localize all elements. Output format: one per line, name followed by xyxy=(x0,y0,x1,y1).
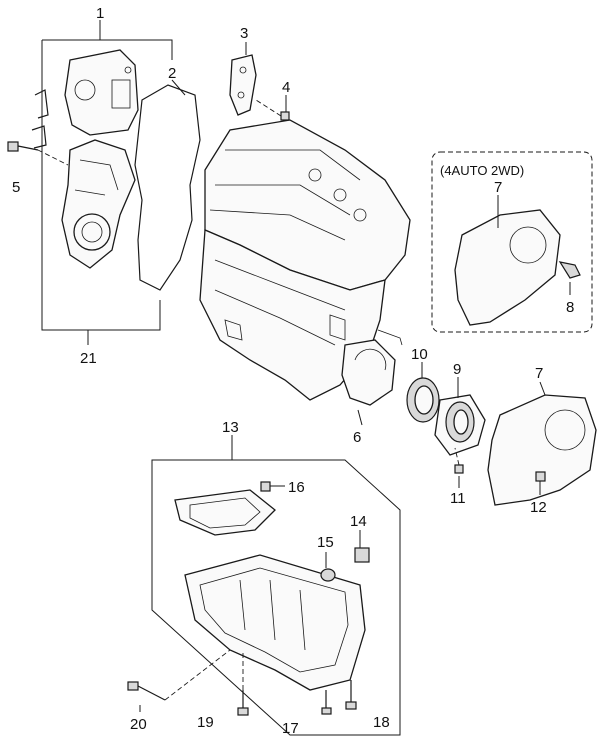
callout-6: 6 xyxy=(353,429,361,446)
bolt-20 xyxy=(127,649,231,712)
callout-8: 8 xyxy=(566,299,574,316)
callout-9: 9 xyxy=(453,361,461,378)
callout-21: 21 xyxy=(80,350,97,367)
washer-15 xyxy=(320,552,336,582)
callout-13: 13 xyxy=(222,419,239,436)
seal-housing-9 xyxy=(434,377,486,456)
callout-3: 3 xyxy=(240,25,248,42)
bolt-16 xyxy=(260,481,285,492)
callout-7-inset: 7 xyxy=(494,179,502,196)
bolt-19 xyxy=(237,650,249,716)
oil-seal-10 xyxy=(406,362,440,423)
inset-4auto-2wd: (4AUTO 2WD) xyxy=(431,151,593,333)
callout-19: 19 xyxy=(197,714,214,731)
callout-14: 14 xyxy=(350,513,367,530)
drain-plug-14 xyxy=(354,530,370,563)
callout-12: 12 xyxy=(530,499,547,516)
callout-16: 16 xyxy=(288,479,305,496)
callout-18: 18 xyxy=(373,714,390,731)
callout-5: 5 xyxy=(12,179,20,196)
oil-pan xyxy=(184,554,366,691)
drive-plate-cover-inset xyxy=(454,209,561,326)
callout-1: 1 xyxy=(96,5,104,22)
timing-cover-gasket xyxy=(134,84,201,291)
rear-seal-housing xyxy=(341,339,396,406)
timing-cover-group xyxy=(7,20,201,345)
bolt-4 xyxy=(255,95,290,121)
oil-pan-gasket xyxy=(174,489,276,536)
callout-17: 17 xyxy=(282,720,299,737)
bracket-3 xyxy=(229,42,257,116)
bolt-5 xyxy=(7,141,69,166)
callout-20: 20 xyxy=(130,716,147,733)
callout-10: 10 xyxy=(411,346,428,363)
engine-block xyxy=(199,119,411,426)
callout-labels: 1 2 3 4 5 6 7 8 9 10 11 7 12 13 14 15 16… xyxy=(12,5,574,737)
bolt-18 xyxy=(345,680,357,710)
callout-4: 4 xyxy=(282,79,290,96)
oil-pan-group xyxy=(127,435,401,736)
callout-7-right: 7 xyxy=(535,365,543,382)
callout-11: 11 xyxy=(450,490,466,507)
drive-plate-cover xyxy=(487,381,597,506)
upper-timing-cover xyxy=(64,49,139,136)
bolt-12 xyxy=(535,471,546,495)
callout-15: 15 xyxy=(317,534,334,551)
callout-2: 2 xyxy=(168,65,176,82)
inset-note: (4AUTO 2WD) xyxy=(440,163,524,178)
bolt-17 xyxy=(321,690,332,715)
bolt-11 xyxy=(454,447,464,488)
